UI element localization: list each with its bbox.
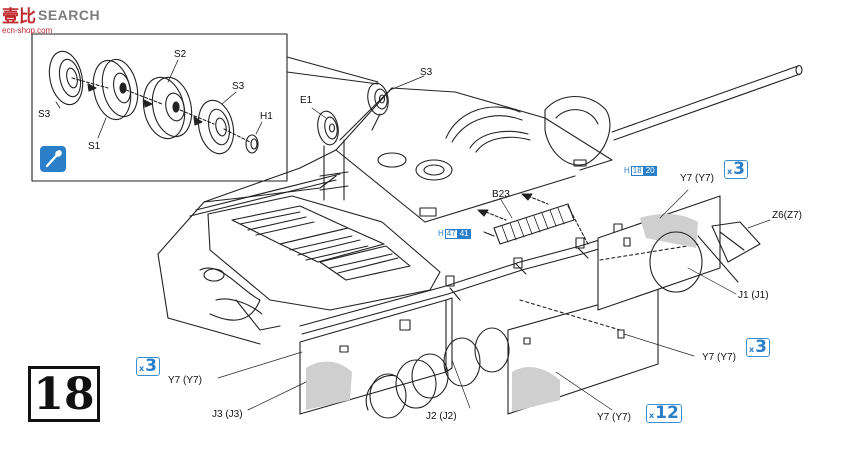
label-inset-h1: H1 xyxy=(260,111,273,122)
step-number: 18 xyxy=(28,366,100,422)
label-j3: J3 (J3) xyxy=(212,409,243,420)
spare-wheel-s3 xyxy=(367,82,389,131)
label-inset-s1: S1 xyxy=(88,141,101,152)
front-idler-area xyxy=(649,231,739,293)
leader-lines xyxy=(217,75,771,411)
label-inset-s2: S2 xyxy=(174,49,187,60)
inset-arrow-head xyxy=(143,99,153,108)
inset-s1-wheel xyxy=(92,58,139,121)
quantity-number: 3 xyxy=(733,159,746,179)
quantity-number: 3 xyxy=(755,337,768,357)
inset-s3-left-wheel xyxy=(48,50,84,106)
part-ref-sprue: H xyxy=(438,229,444,238)
label-inset-s3-left: S3 xyxy=(38,109,51,120)
quantity-x: x xyxy=(749,345,755,354)
watermark-search: SEARCH xyxy=(38,6,101,23)
hull-upper-deck xyxy=(335,87,613,223)
part-ref-number: 18 xyxy=(630,166,644,176)
label-z6: Z6(Z7) xyxy=(772,210,802,221)
gun-barrel xyxy=(544,64,803,166)
quantity-number: 3 xyxy=(145,356,158,376)
label-y7-bottom: Y7 (Y7) xyxy=(597,412,631,423)
b23-arrow-head xyxy=(477,209,489,217)
watermark-url: ecn-shop.com xyxy=(2,26,53,35)
part-ref-number-alt: 41 xyxy=(457,229,471,239)
quantity-x: x xyxy=(727,167,733,176)
label-y7-right: Y7 (Y7) xyxy=(702,352,736,363)
part-ref-h47-41: H 47 41 xyxy=(438,229,471,239)
inset-arrow-head xyxy=(87,83,97,92)
label-b23: B23 xyxy=(492,189,510,200)
label-s3: S3 xyxy=(420,67,433,78)
b23-tow-cable-part xyxy=(483,195,589,245)
quantity-badge: x 3 xyxy=(724,159,749,179)
glue-brush-icon xyxy=(40,146,66,172)
inset-assembly-arrows xyxy=(71,77,251,143)
quantity-badge: x 3 xyxy=(136,356,161,376)
inset-s2-wheel xyxy=(142,76,193,140)
quantity-badge: x 12 xyxy=(646,404,682,423)
inset-h1-hub xyxy=(245,134,259,154)
label-y7-left: Y7 (Y7) xyxy=(168,375,202,386)
inset-box xyxy=(31,33,379,182)
part-ref-sprue: H xyxy=(624,166,630,175)
quantity-badge: x 3 xyxy=(746,337,771,357)
part-ref-h18-20: H 18 20 xyxy=(624,166,657,176)
label-j2: J2 (J2) xyxy=(426,411,457,422)
inset-leader-lines xyxy=(55,59,263,139)
label-e1: E1 xyxy=(300,95,313,106)
road-wheels xyxy=(365,327,510,419)
z6-mudguard-part xyxy=(711,221,761,263)
quantity-x: x xyxy=(139,364,145,373)
spare-wheel-e1 xyxy=(317,110,349,201)
part-ref-number-alt: 20 xyxy=(643,166,657,176)
part-ref-number: 47 xyxy=(444,229,458,239)
quantity-number: 12 xyxy=(655,403,679,423)
b23-arrow-head xyxy=(521,193,533,201)
label-y7-top: Y7 (Y7) xyxy=(680,173,714,184)
label-inset-s3-right: S3 xyxy=(232,81,245,92)
quantity-x: x xyxy=(649,411,655,420)
hull-rear-deck xyxy=(157,149,441,345)
inset-arrow-head xyxy=(193,116,203,126)
watermark-chinese: 壹比 xyxy=(2,7,36,27)
watermark: 壹比 SEARCH ecn-shop.com xyxy=(2,2,101,36)
label-j1: J1 (J1) xyxy=(738,290,769,301)
inset-s3-right-wheel xyxy=(197,99,235,155)
side-skirt-panels xyxy=(299,195,721,415)
